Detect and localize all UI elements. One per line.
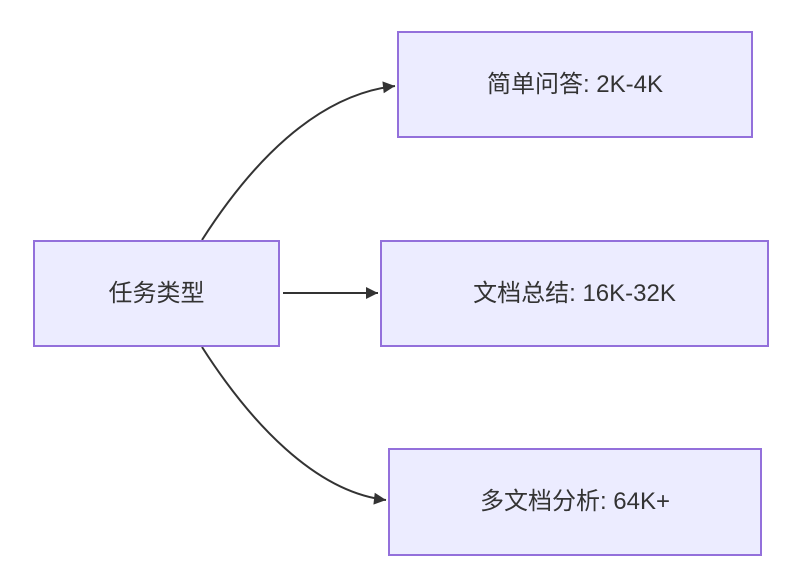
node-multi-doc: 多文档分析: 64K+	[388, 448, 762, 556]
edge-task-type-to-multi-doc	[201, 346, 387, 505]
node-doc-summary: 文档总结: 16K-32K	[380, 240, 769, 347]
edge-task-type-to-simple-qa	[201, 81, 396, 241]
node-doc-summary-label: 文档总结: 16K-32K	[473, 279, 676, 307]
node-task-type: 任务类型	[33, 240, 280, 347]
node-multi-doc-label: 多文档分析: 64K+	[479, 488, 671, 516]
node-task-type-label: 任务类型	[108, 279, 205, 307]
node-simple-qa-label: 简单问答: 2K-4K	[486, 70, 664, 98]
node-simple-qa: 简单问答: 2K-4K	[397, 31, 753, 138]
